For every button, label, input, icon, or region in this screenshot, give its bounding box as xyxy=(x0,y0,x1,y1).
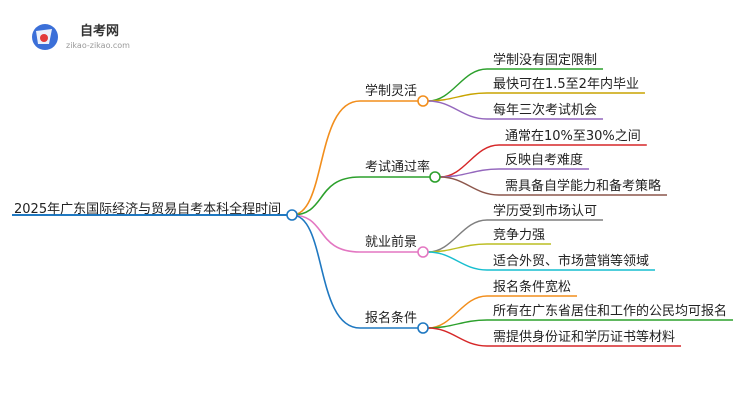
branch-connector xyxy=(291,176,361,216)
child-label: 最快可在1.5至2年内毕业 xyxy=(493,76,639,92)
child-label: 学历受到市场认可 xyxy=(493,203,597,219)
branch-node-circle xyxy=(417,246,429,258)
logo-domain: zikao-zikao.com xyxy=(66,41,130,50)
site-logo: 自考网 zikao-zikao.com xyxy=(32,23,130,50)
child-label: 需具备自学能力和备考策略 xyxy=(505,178,661,194)
branch-node-circle xyxy=(417,95,429,107)
branch-label: 就业前景 xyxy=(365,234,417,250)
branch-connector xyxy=(291,214,361,253)
branch-connector xyxy=(291,100,361,216)
child-connector xyxy=(439,176,500,196)
branch-label: 考试通过率 xyxy=(365,159,430,175)
child-connector xyxy=(427,68,488,102)
child-connector xyxy=(427,251,488,271)
branch-connector xyxy=(291,214,361,329)
child-label: 学制没有固定限制 xyxy=(493,52,597,68)
branch-node-circle xyxy=(429,171,441,183)
child-label: 需提供身份证和学历证书等材料 xyxy=(493,329,675,345)
mindmap-nodes: 2025年广东国际经济与贸易自考本科全程时间 学制灵活 学制没有固定限制最快可在1… xyxy=(14,52,727,345)
child-label: 竞争力强 xyxy=(493,227,545,243)
child-connector xyxy=(427,100,488,120)
branch-node-circle xyxy=(417,322,429,334)
child-connector xyxy=(439,144,500,178)
child-label: 每年三次考试机会 xyxy=(493,102,597,118)
child-connector xyxy=(427,295,488,329)
child-label: 反映自考难度 xyxy=(505,152,583,168)
logo-title: 自考网 xyxy=(80,23,119,39)
branch-label: 报名条件 xyxy=(365,310,417,326)
logo-icon xyxy=(32,24,58,50)
child-label: 适合外贸、市场营销等领域 xyxy=(493,253,649,269)
child-connector xyxy=(427,327,488,347)
branch-label: 学制灵活 xyxy=(365,83,417,99)
child-label: 通常在10%至30%之间 xyxy=(505,129,641,144)
child-label: 所有在广东省居住和工作的公民均可报名 xyxy=(493,303,727,319)
child-label: 报名条件宽松 xyxy=(493,279,571,295)
child-connector xyxy=(427,219,488,253)
mindmap-edges xyxy=(12,68,734,347)
root-node-circle xyxy=(286,209,298,221)
root-node-label: 2025年广东国际经济与贸易自考本科全程时间 xyxy=(14,201,281,217)
